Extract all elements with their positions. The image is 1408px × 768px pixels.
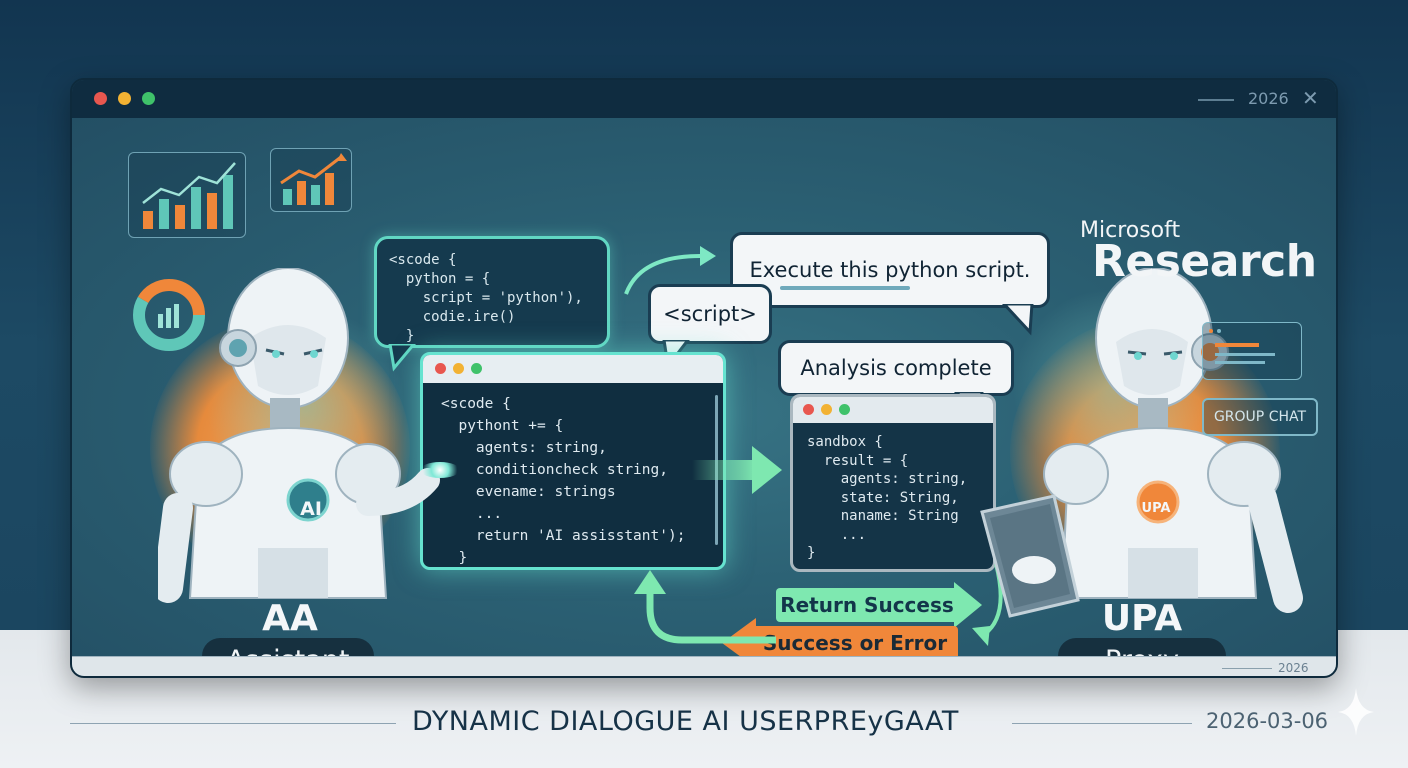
code-editor-window: <scode { pythont += { agents: string, co… [420,352,726,570]
close-dot[interactable] [803,404,814,415]
mini-window-icon [1202,322,1302,380]
group-chat-chip[interactable]: GROUP CHAT [1202,398,1318,436]
code-line: agents: string, [441,440,607,456]
title-year: 2026 [1248,89,1289,108]
proxy-tag: UPA [1101,598,1183,639]
analysis-text: Analysis complete [800,356,992,380]
code-line: codie.ire() [389,309,516,325]
return-success-arrow: Return Success [776,588,958,622]
bubble-tail [388,344,416,372]
script-text: <script> [663,302,757,326]
minimize-dot[interactable] [453,363,464,374]
status-bar: 2026 [72,656,1336,676]
footer-divider-right [1012,723,1192,724]
code-line: agents: string, [807,471,968,487]
minimize-icon[interactable] [1198,99,1234,101]
curved-arrow-icon [624,246,716,295]
minimize-dot[interactable] [821,404,832,415]
code-line: sandbox { [807,434,883,450]
assistant-badge: AI [300,498,322,520]
code-line: } [807,545,816,561]
brand-microsoft: Microsoft [1080,218,1181,243]
code-line: result = { [807,452,909,469]
code-line: naname: String [807,508,959,524]
maximize-dot[interactable] [142,92,155,105]
minimize-dot[interactable] [118,92,131,105]
sparkle-icon [1338,688,1374,736]
code-line: state: String, [807,489,959,506]
code-line: conditioncheck string, [441,462,668,478]
execute-bubble: Execute this python script. [730,232,1050,308]
app-window: 2026 ✕ [70,78,1338,678]
arrow-head-icon [954,582,982,628]
code-line: } [441,550,468,566]
status-divider [1222,668,1272,669]
maximize-dot[interactable] [839,404,850,415]
return-success-label: Return Success [780,593,954,617]
group-chat-label: GROUP CHAT [1213,409,1307,425]
success-or-error-arrow: Success or Error [752,626,958,660]
brand-research: Research [1092,236,1317,287]
footer-date: 2026-03-06 [1206,709,1329,733]
code-line: python = { [389,271,491,287]
maximize-dot[interactable] [471,363,482,374]
close-dot[interactable] [435,363,446,374]
main-canvas: <scode { python = { script = 'python'), … [72,118,1336,676]
code-line: return 'AI assisstant'); [441,528,686,544]
editor-title-bar [423,355,723,383]
code-line: ... [441,506,503,522]
execute-text: Execute this python script. [749,258,1031,282]
assistant-tag: AA [262,598,318,639]
close-icon[interactable]: ✕ [1302,86,1319,110]
bar-chart-icon [128,152,246,238]
title-bar: 2026 ✕ [72,80,1336,118]
code-line: script = 'python'), [389,290,583,306]
loop-arrow-icon [634,570,776,644]
code-line: } [389,328,415,344]
trend-chart-icon [270,148,352,212]
code-bubble: <scode { python = { script = 'python'), … [374,236,610,348]
assistant-robot [158,268,448,603]
bubble-tail [1002,304,1034,336]
status-year: 2026 [1278,661,1309,675]
footer-title: DYNAMIC DIALOGUE AI USERPREyGAAT [412,706,959,737]
code-line: evename: strings [441,484,616,500]
tablet-icon [980,494,1080,618]
script-bubble: <script> [648,284,772,344]
code-line: ... [807,526,867,543]
code-line: <scode { [389,252,457,268]
proxy-robot [1043,268,1303,613]
sandbox-code: sandbox { result = { agents: string, sta… [793,423,993,569]
progress-line [780,286,910,290]
code-editor[interactable]: <scode { pythont += { agents: string, co… [423,383,723,567]
analysis-bubble: Analysis complete [778,340,1014,396]
spark-icon [420,462,460,478]
sandbox-title-bar [793,397,993,423]
proxy-badge: UPA [1141,501,1171,516]
sandbox-window: sandbox { result = { agents: string, sta… [790,394,996,572]
code-line: pythont += { [441,418,564,434]
close-dot[interactable] [94,92,107,105]
success-or-error-label: Success or Error [762,631,948,655]
donut-chart-icon [130,276,208,354]
right-arrow-icon [692,446,782,494]
code-line: <scode { [441,396,511,412]
footer-divider-left [70,723,396,724]
